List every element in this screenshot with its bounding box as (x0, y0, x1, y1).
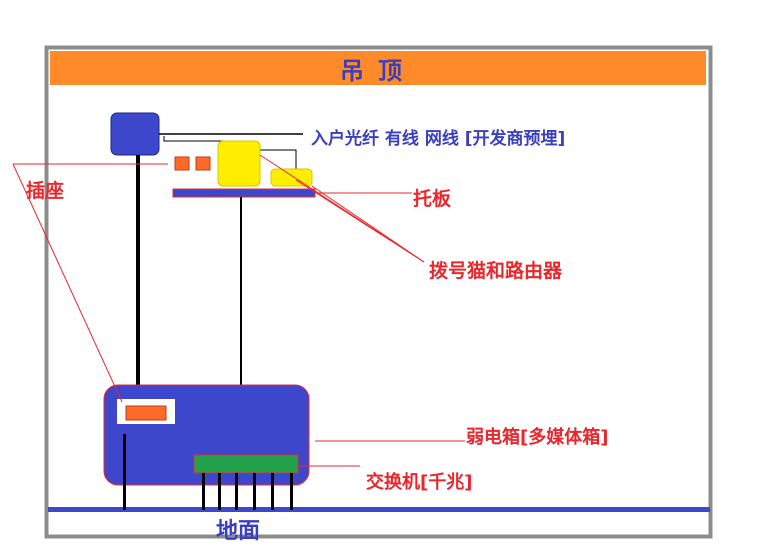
weak-box-label: 弱电箱[多媒体箱] (466, 427, 609, 448)
socket-label: 插座 (26, 180, 65, 202)
floor-line (48, 507, 710, 512)
router-device (270, 168, 313, 187)
fiber-label: 入户光纤 有线 网线 [开发商预埋] (311, 129, 566, 149)
tray-label: 托板 (413, 188, 452, 210)
fiber-drop-cable (136, 155, 140, 387)
network-switch (193, 454, 299, 474)
fiber-entry-box (110, 112, 160, 156)
modem-router-label: 拨号猫和路由器 (429, 260, 563, 282)
ceiling-title: 吊顶 (340, 56, 416, 85)
tray-shelf (172, 188, 316, 198)
leader-lines (12, 154, 465, 467)
switch-label: 交换机[千兆] (366, 472, 473, 493)
modem-device (217, 140, 261, 187)
switch-port-cables (202, 473, 293, 510)
socket-floor-cable (123, 434, 126, 510)
ceiling-socket-left (174, 156, 190, 171)
room-frame (44, 45, 713, 539)
floor-label: 地面 (216, 519, 261, 544)
ceiling-socket-right (195, 156, 211, 171)
router-drop-cable (240, 197, 242, 457)
ceiling-band (50, 51, 706, 85)
box-socket (125, 405, 167, 421)
